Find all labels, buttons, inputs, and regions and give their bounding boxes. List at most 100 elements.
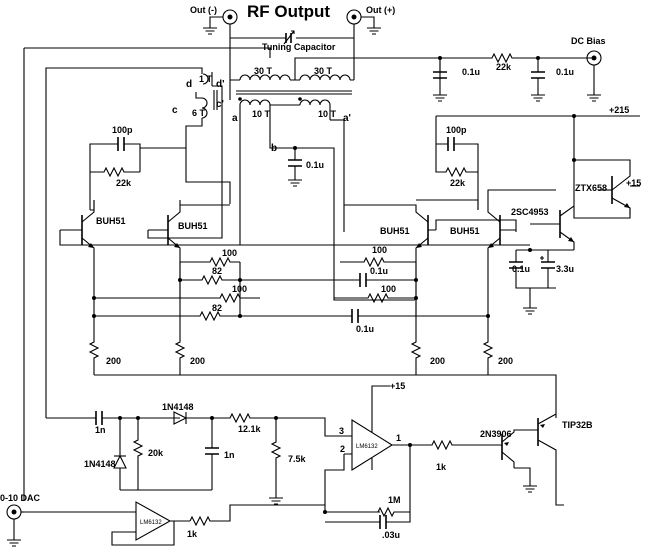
transistor-2sc4953[interactable] [530, 160, 575, 250]
supply-15-top: +15 [626, 178, 641, 188]
terminal-c-prime: c' [216, 99, 224, 110]
res-22k-left[interactable] [90, 166, 140, 178]
wire-c [185, 118, 231, 204]
cap-01u-net1-value: 0.1u [370, 266, 388, 276]
secondary-coil-30t-left [230, 74, 295, 81]
q-2sc4953-label: 2SC4953 [511, 207, 549, 217]
res-100-2-value: 100 [372, 245, 387, 255]
transistor-buh51-2[interactable] [147, 204, 230, 265]
cap-b-bypass[interactable] [288, 148, 302, 187]
rail-215-label: +215 [609, 105, 629, 115]
wire-c-prime [195, 92, 202, 99]
cap-100p-right-value: 100p [446, 125, 467, 135]
res-1m-value: 1M [388, 495, 401, 505]
res-82-left-low[interactable] [94, 310, 240, 322]
terminal-d-prime: d' [216, 79, 225, 90]
res-82-1-value: 82 [212, 266, 222, 276]
winding-30t-a: 30 T [254, 66, 273, 76]
res-82-left-top[interactable] [180, 274, 240, 286]
diode-1n4148-b[interactable] [113, 418, 127, 490]
winding-1t: 1 T [199, 74, 213, 84]
junction-dots [92, 56, 576, 514]
cap-01u-2sc[interactable] [509, 250, 556, 289]
bias-capacitor-a[interactable] [433, 58, 447, 102]
q1-label: BUH51 [96, 216, 126, 226]
cap-03u-value: .03u [382, 530, 400, 540]
cap-100p-right[interactable] [435, 116, 479, 172]
res-200-4[interactable] [482, 265, 494, 375]
transistor-2n3906[interactable] [501, 429, 538, 468]
secondary-coil-30t-right [295, 74, 354, 81]
res-200-2[interactable] [174, 265, 186, 375]
res-100-left-mid[interactable] [94, 292, 260, 304]
res-200-2-value: 200 [190, 356, 205, 366]
wire-a [229, 80, 241, 205]
emitter-bus [94, 374, 557, 418]
decoupling-ground [523, 288, 537, 315]
cap-01u-2sc-value: 0.1u [512, 264, 530, 274]
cap-100p-left[interactable] [89, 137, 141, 172]
res-1k-a[interactable] [189, 504, 325, 527]
dac-input-connector[interactable] [6, 504, 24, 547]
cap-3-3u[interactable] [540, 250, 555, 288]
terminal-c: c [172, 105, 178, 116]
q3-label: BUH51 [380, 226, 410, 236]
cap-01u-net2[interactable] [240, 309, 488, 323]
res-200-1[interactable] [88, 265, 100, 375]
transistor-buh51-1[interactable] [59, 200, 241, 265]
pin-2: 2 [340, 444, 345, 454]
opamp-lm6132-buffer[interactable] [24, 501, 190, 546]
res-200-1-value: 200 [106, 356, 121, 366]
res-200-3[interactable] [410, 265, 422, 375]
feedback-coil-1t [202, 72, 213, 86]
res-1k-a-value: 1k [187, 529, 198, 539]
winding-10t-b: 10 T [318, 109, 337, 119]
bias-capacitor-b[interactable] [531, 58, 545, 102]
res-7-5k[interactable] [269, 418, 283, 505]
res-22k-right[interactable] [435, 144, 478, 178]
transistor-tip32b[interactable] [514, 413, 557, 495]
res-22k-left-value: 22k [116, 178, 132, 188]
cap-1n-a[interactable] [46, 411, 180, 425]
res-100-right-mid[interactable] [334, 292, 416, 304]
res-200-4-value: 200 [498, 356, 513, 366]
wire-b [269, 105, 415, 301]
q-ztx658-label: ZTX658 [575, 183, 607, 193]
cap-01u-net1[interactable] [240, 273, 416, 287]
res-7-5k-value: 7.5k [288, 454, 307, 464]
res-20k[interactable] [132, 418, 144, 490]
primary-coil-10t-left [239, 99, 271, 106]
res-100-right-top[interactable] [340, 256, 416, 268]
q-right-collectors [416, 189, 556, 210]
res-100-left-top[interactable] [180, 256, 240, 268]
out-minus-label: Out (-) [190, 5, 217, 15]
polarity-dot-b [298, 97, 302, 101]
bias-resistor-value: 22k [496, 62, 512, 72]
dac-input-label: 0-10 DAC [0, 493, 41, 503]
bias-resistor-22k[interactable] [440, 52, 594, 64]
tuning-capacitor[interactable] [230, 30, 354, 45]
out-minus-connector[interactable] [203, 9, 238, 80]
supply-15-bottom: +15 [390, 381, 405, 391]
q-collector-ties [90, 200, 181, 211]
res-22k-right-value: 22k [450, 178, 466, 188]
cap-1n-b[interactable] [205, 418, 219, 490]
res-1k-b-value: 1k [436, 462, 447, 472]
dc-bias-connector[interactable] [586, 50, 602, 102]
bias-cap-b-value: 0.1u [556, 67, 574, 77]
cap-1n-b-value: 1n [224, 450, 235, 460]
small-core [213, 90, 218, 110]
transistor-ztx658[interactable] [573, 116, 631, 219]
diode-b-label: 1N4148 [84, 459, 116, 469]
q-2n3906-label: 2N3906 [480, 429, 512, 439]
opamp-buf-label: LM6132 [140, 520, 162, 526]
res-12-1k[interactable] [186, 412, 344, 437]
out-plus-connector[interactable] [346, 9, 381, 80]
transformer-core [236, 90, 352, 95]
res-1m[interactable] [325, 445, 411, 518]
cap-03u[interactable] [325, 512, 411, 529]
q4-label: BUH51 [450, 226, 480, 236]
diode-a-label: 1N4148 [162, 402, 194, 412]
res-1k-b[interactable] [430, 439, 502, 451]
